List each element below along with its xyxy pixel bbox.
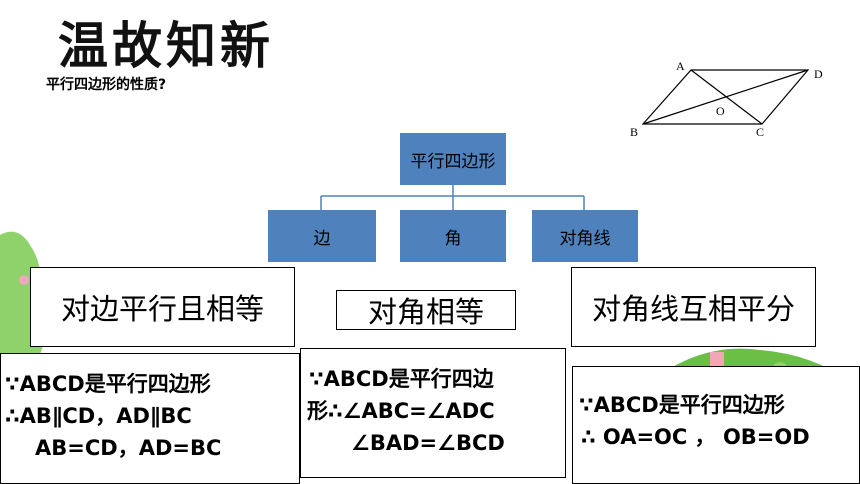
label-o: O <box>716 104 725 118</box>
proof-angles: ∵ABCD是平行四边 形∴∠ABC=∠ADC ∠BAD=∠BCD <box>300 348 566 478</box>
parallelogram-figure: A D B C O <box>630 59 823 139</box>
proof-angles-line-1: ∵ABCD是平行四边 <box>309 367 494 391</box>
label-a: A <box>676 59 685 73</box>
tree-root-node: 平行四边形 <box>400 133 506 185</box>
label-c: C <box>756 125 764 139</box>
property-diagonals: 对角线互相平分 <box>571 267 816 347</box>
proof-angles-line-2: 形∴∠ABC=∠ADC <box>307 399 495 423</box>
tree-node-diagonal: 对角线 <box>532 210 638 262</box>
property-sides: 对边平行且相等 <box>30 267 295 347</box>
tree-node-angle: 角 <box>400 210 506 262</box>
tree-node-side: 边 <box>268 210 376 262</box>
proof-sides-line-1: ∵ABCD是平行四边形 <box>5 372 211 396</box>
proof-angles-line-3: ∠BAD=∠BCD <box>351 431 505 455</box>
diagonal-bd <box>642 69 809 125</box>
proof-sides-line-3: AB=CD，AD=BC <box>35 436 222 460</box>
property-angles: 对角相等 <box>336 290 516 330</box>
proof-sides-line-2: ∴AB∥CD，AD∥BC <box>5 404 192 428</box>
label-d: D <box>814 67 823 81</box>
proof-diagonals-line-2: ∴ OA=OC ， OB=OD <box>581 425 810 449</box>
proof-diagonals: ∵ABCD是平行四边形 ∴ OA=OC ， OB=OD <box>572 366 860 484</box>
label-b: B <box>630 125 638 139</box>
page-title: 温故知新 <box>58 16 274 75</box>
question-text: 平行四边形的性质? <box>46 77 167 93</box>
proof-sides: ∵ABCD是平行四边形 ∴AB∥CD，AD∥BC AB=CD，AD=BC <box>0 353 300 484</box>
proof-diagonals-line-1: ∵ABCD是平行四边形 <box>579 393 785 417</box>
